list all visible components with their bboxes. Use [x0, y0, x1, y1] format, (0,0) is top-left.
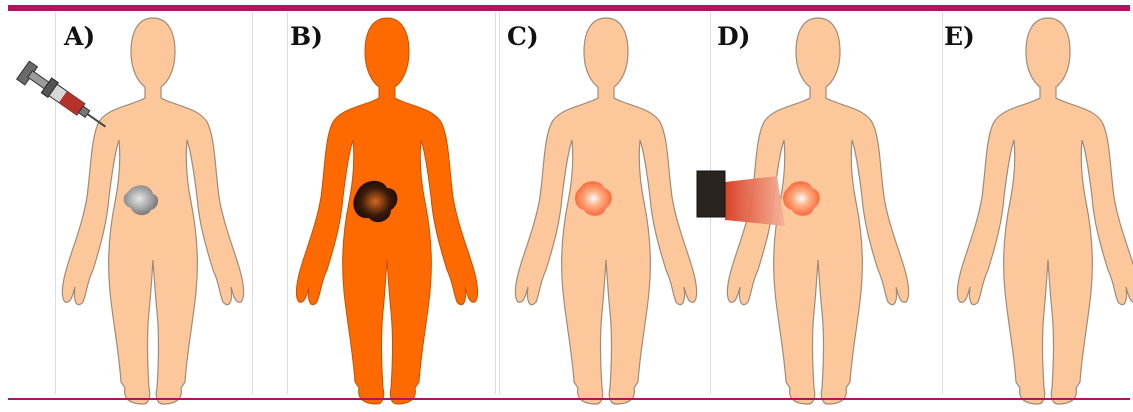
panel-label: D) [717, 22, 751, 51]
panel-a: A) [0, 12, 260, 394]
panel-label: C) [507, 22, 539, 51]
human-figure [0, 12, 260, 412]
panel-e: E) [870, 12, 1133, 394]
light-device-icon [697, 171, 785, 226]
panel-label: B) [290, 22, 323, 51]
bottom-rule [8, 398, 1130, 400]
panel-label: A) [64, 22, 95, 51]
human-figure [870, 12, 1133, 412]
top-rule [8, 5, 1130, 11]
panel-label: E) [944, 22, 975, 51]
